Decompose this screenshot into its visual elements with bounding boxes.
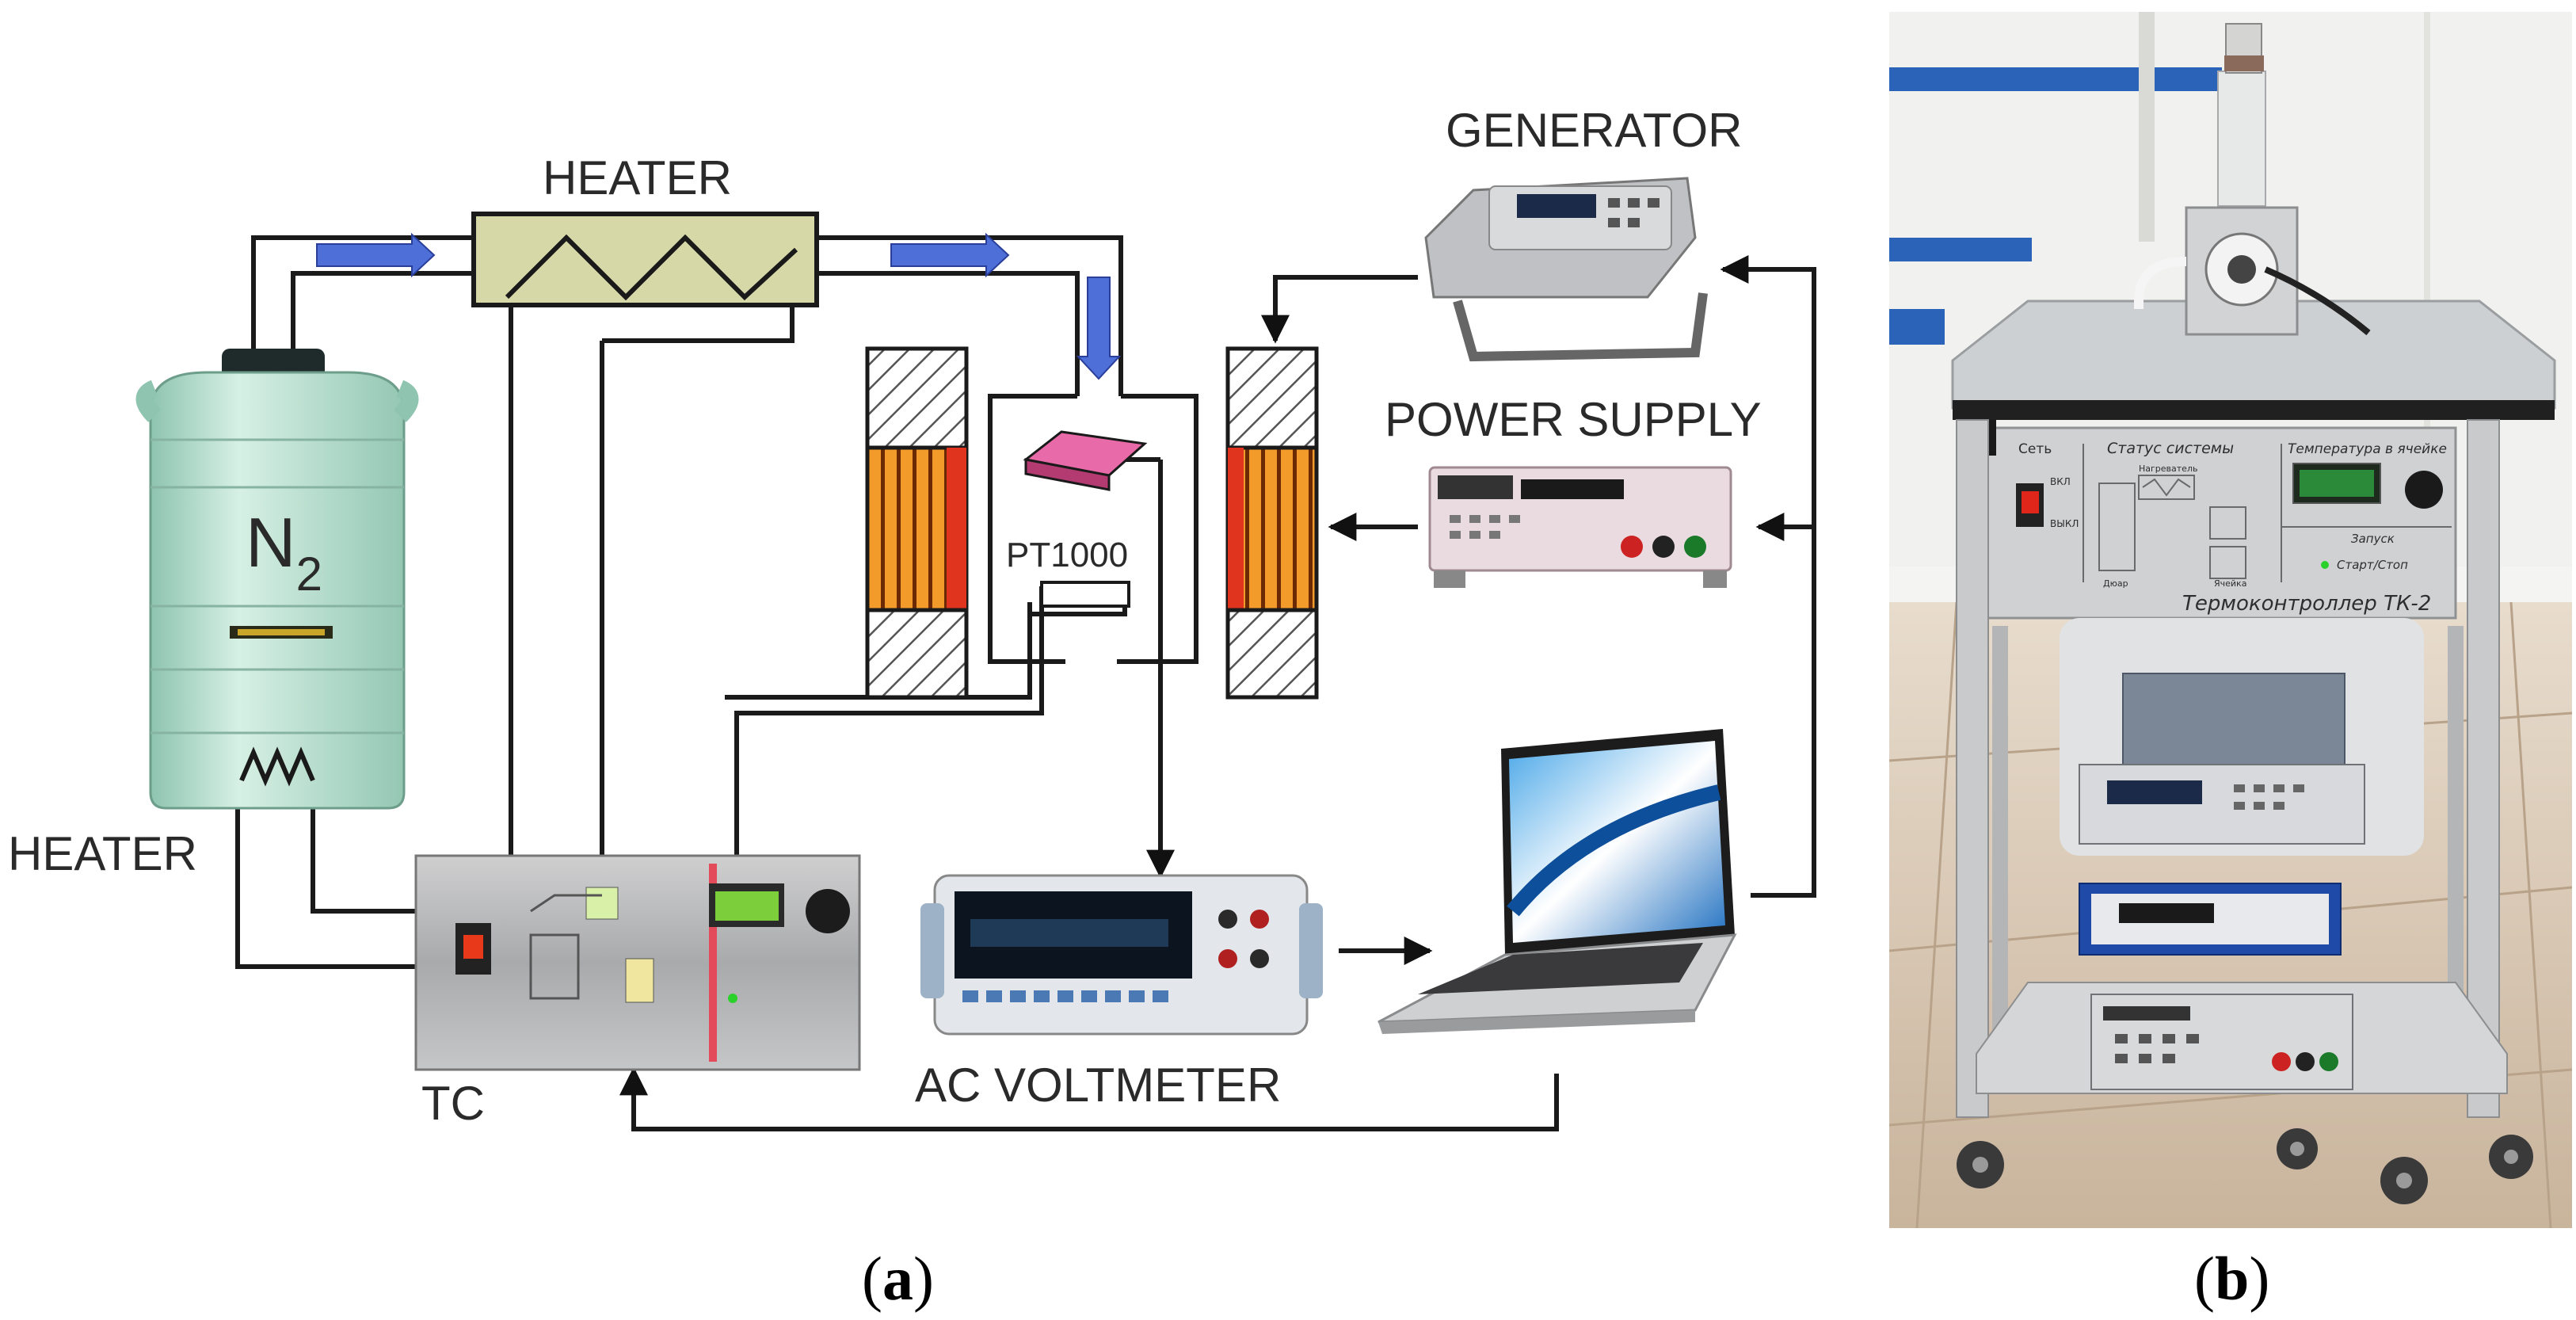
caption-b: (b) (2194, 1244, 2269, 1313)
pipe-lines (235, 235, 1816, 1131)
flow-arrow-2 (890, 232, 1010, 278)
panel-text-start-stop: Старт/Стоп (2337, 558, 2408, 572)
photo: Сеть ВКЛ ВЫКЛ Статус системы Нагреватель… (1889, 12, 2572, 1228)
heater-top-label: HEATER (543, 151, 732, 204)
flow-arrow-1 (316, 232, 436, 278)
n2-label: N2 (246, 503, 322, 601)
ac-voltmeter-label: AC VOLTMETER (915, 1059, 1281, 1112)
generator-device (1424, 177, 1708, 362)
panel-text-dewar: Дюар (2103, 578, 2128, 589)
laptop (1378, 729, 1737, 1034)
generator-label: GENERATOR (1446, 104, 1743, 157)
flow-arrows (316, 232, 1122, 380)
pt1000-label: PT1000 (1006, 536, 1128, 574)
left-coil (865, 346, 969, 700)
panel-text-start: Запуск (2351, 532, 2395, 546)
ac-voltmeter-device (920, 874, 1323, 1036)
flow-arrow-3 (1076, 277, 1122, 380)
dewar-tank (135, 349, 419, 810)
tc-controller (414, 854, 861, 1071)
panel-text-heater: Нагреватель (2139, 464, 2197, 474)
panel-text-temp: Температура в ячейке (2288, 441, 2447, 457)
right-coil (1225, 346, 1319, 700)
panel-text-title: Термоконтроллер ТК-2 (2182, 592, 2431, 616)
panel-text-on: ВКЛ (2050, 476, 2071, 487)
panel-a: HEATER N2 HEATER (8, 104, 1816, 1313)
panel-b: Сеть ВКЛ ВЫКЛ Статус системы Нагреватель… (1889, 12, 2572, 1313)
tc-label: TC (421, 1077, 485, 1130)
sample (1023, 430, 1148, 491)
caption-a: (a) (862, 1244, 934, 1313)
panel-text-status: Статус системы (2107, 440, 2234, 457)
power-supply-device (1428, 466, 1732, 588)
panel-text-set: Сеть (2018, 441, 2052, 457)
panel-text-off: ВЫКЛ (2050, 518, 2079, 529)
pt1000-sensor (1040, 581, 1130, 608)
power-supply-label: POWER SUPPLY (1385, 393, 1762, 446)
panel-text-cell: Ячейка (2214, 578, 2246, 589)
heater-left-label: HEATER (8, 827, 197, 880)
heater-element (471, 212, 819, 307)
